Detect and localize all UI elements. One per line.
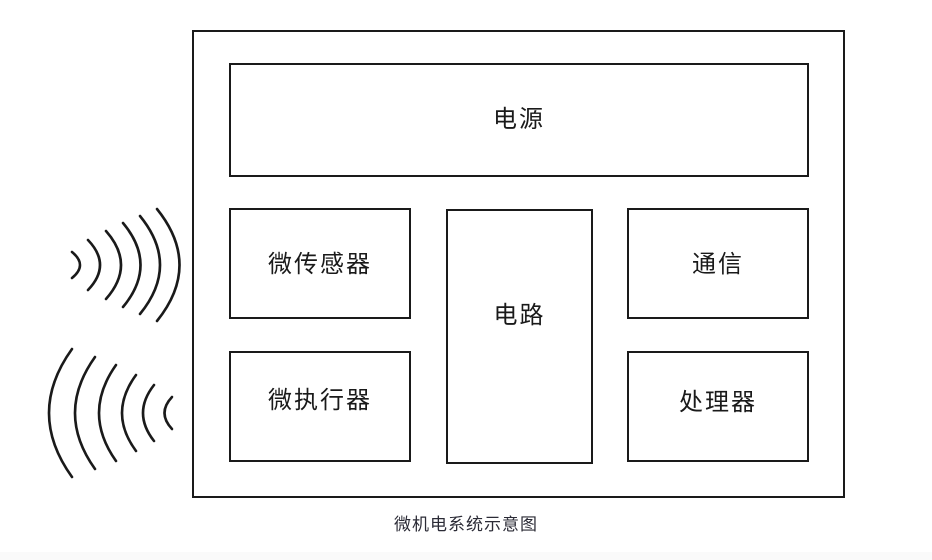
outgoing-signal-waves-icon [38, 345, 188, 485]
block-processor-label: 处理器 [679, 387, 757, 416]
block-circuit-label: 电路 [493, 300, 546, 329]
bottom-band [0, 552, 932, 560]
block-communication-label: 通信 [692, 249, 744, 278]
incoming-signal-waves-icon [58, 200, 188, 340]
diagram-caption: 微机电系统示意图 [394, 515, 538, 535]
block-microactuator-label: 微执行器 [268, 385, 372, 414]
block-microactuator[interactable]: 微执行器 [229, 351, 411, 462]
block-power[interactable]: 电源 [229, 63, 809, 177]
block-microsensor-label: 微传感器 [268, 249, 372, 278]
block-circuit[interactable]: 电路 [446, 209, 593, 464]
block-processor[interactable]: 处理器 [627, 351, 809, 462]
block-communication[interactable]: 通信 [627, 208, 809, 319]
block-power-label: 电源 [493, 105, 545, 133]
block-microsensor[interactable]: 微传感器 [229, 208, 411, 319]
